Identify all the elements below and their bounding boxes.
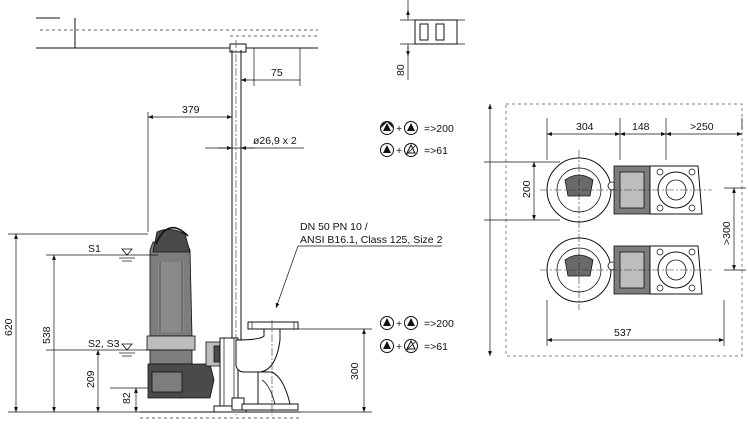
level-s2s3-label: S2, S3: [88, 338, 120, 350]
legend-4-value: =>61: [424, 341, 448, 353]
svg-text:+: +: [396, 318, 402, 330]
bracket-detail: 80: [395, 0, 465, 80]
dim-209-label: 209: [85, 370, 97, 388]
legend-row-3: + =>200: [380, 316, 454, 330]
legend-row-4: + =>61: [380, 339, 448, 353]
svg-text:+: +: [396, 341, 402, 353]
dim-304-label: 304: [576, 121, 594, 133]
vertical-dimensions: 620 538 209 82 300: [3, 233, 372, 413]
legend-1-value: =>200: [424, 123, 454, 135]
discharge-elbow: [235, 320, 299, 415]
dim-148-label: 148: [632, 121, 650, 133]
legend-rows: + =>200 + =>61 + =>200 +: [380, 121, 454, 353]
connection-line-1: DN 50 PN 10 /: [300, 221, 368, 233]
ceiling-slab: [36, 17, 318, 53]
dim-537-label: 537: [614, 327, 632, 339]
connection-line-2: ANSI B16.1, Class 125, Size 2: [300, 234, 443, 246]
dimension-75: 75: [241, 48, 301, 86]
pipe-diameter-label: ø26,9 x 2: [253, 135, 297, 147]
legend-3-value: =>200: [424, 318, 454, 330]
pipe-diameter-callout: ø26,9 x 2: [205, 135, 304, 150]
dim-200-label: 200: [521, 180, 533, 198]
legend-2-value: =>61: [424, 145, 448, 157]
dim-80-label: 80: [395, 64, 407, 76]
water-levels: S1 S2, S3: [46, 243, 158, 357]
dim-620-label: 620: [3, 318, 15, 336]
legend-row-1: + =>200: [380, 121, 454, 135]
dim-379-label: 379: [182, 104, 200, 116]
dim-300-label: 300: [349, 362, 361, 380]
floor: [140, 411, 300, 419]
pump-elevation: [146, 226, 247, 413]
svg-text:+: +: [396, 145, 402, 157]
connection-callout: DN 50 PN 10 / ANSI B16.1, Class 125, Siz…: [275, 221, 443, 309]
dimension-379: 379: [147, 104, 232, 232]
legend-row-2: + =>61: [380, 143, 448, 157]
dim-538-label: 538: [41, 326, 53, 344]
svg-text:+: +: [396, 123, 402, 135]
dim-82-label: 82: [121, 392, 133, 404]
dim-75-label: 75: [271, 67, 283, 79]
dim-250-label: >250: [690, 121, 714, 133]
level-s1-label: S1: [88, 243, 101, 255]
dim-300b-label: >300: [721, 221, 733, 245]
plan-view: 304 148 >250 200 >300 537: [484, 103, 746, 357]
